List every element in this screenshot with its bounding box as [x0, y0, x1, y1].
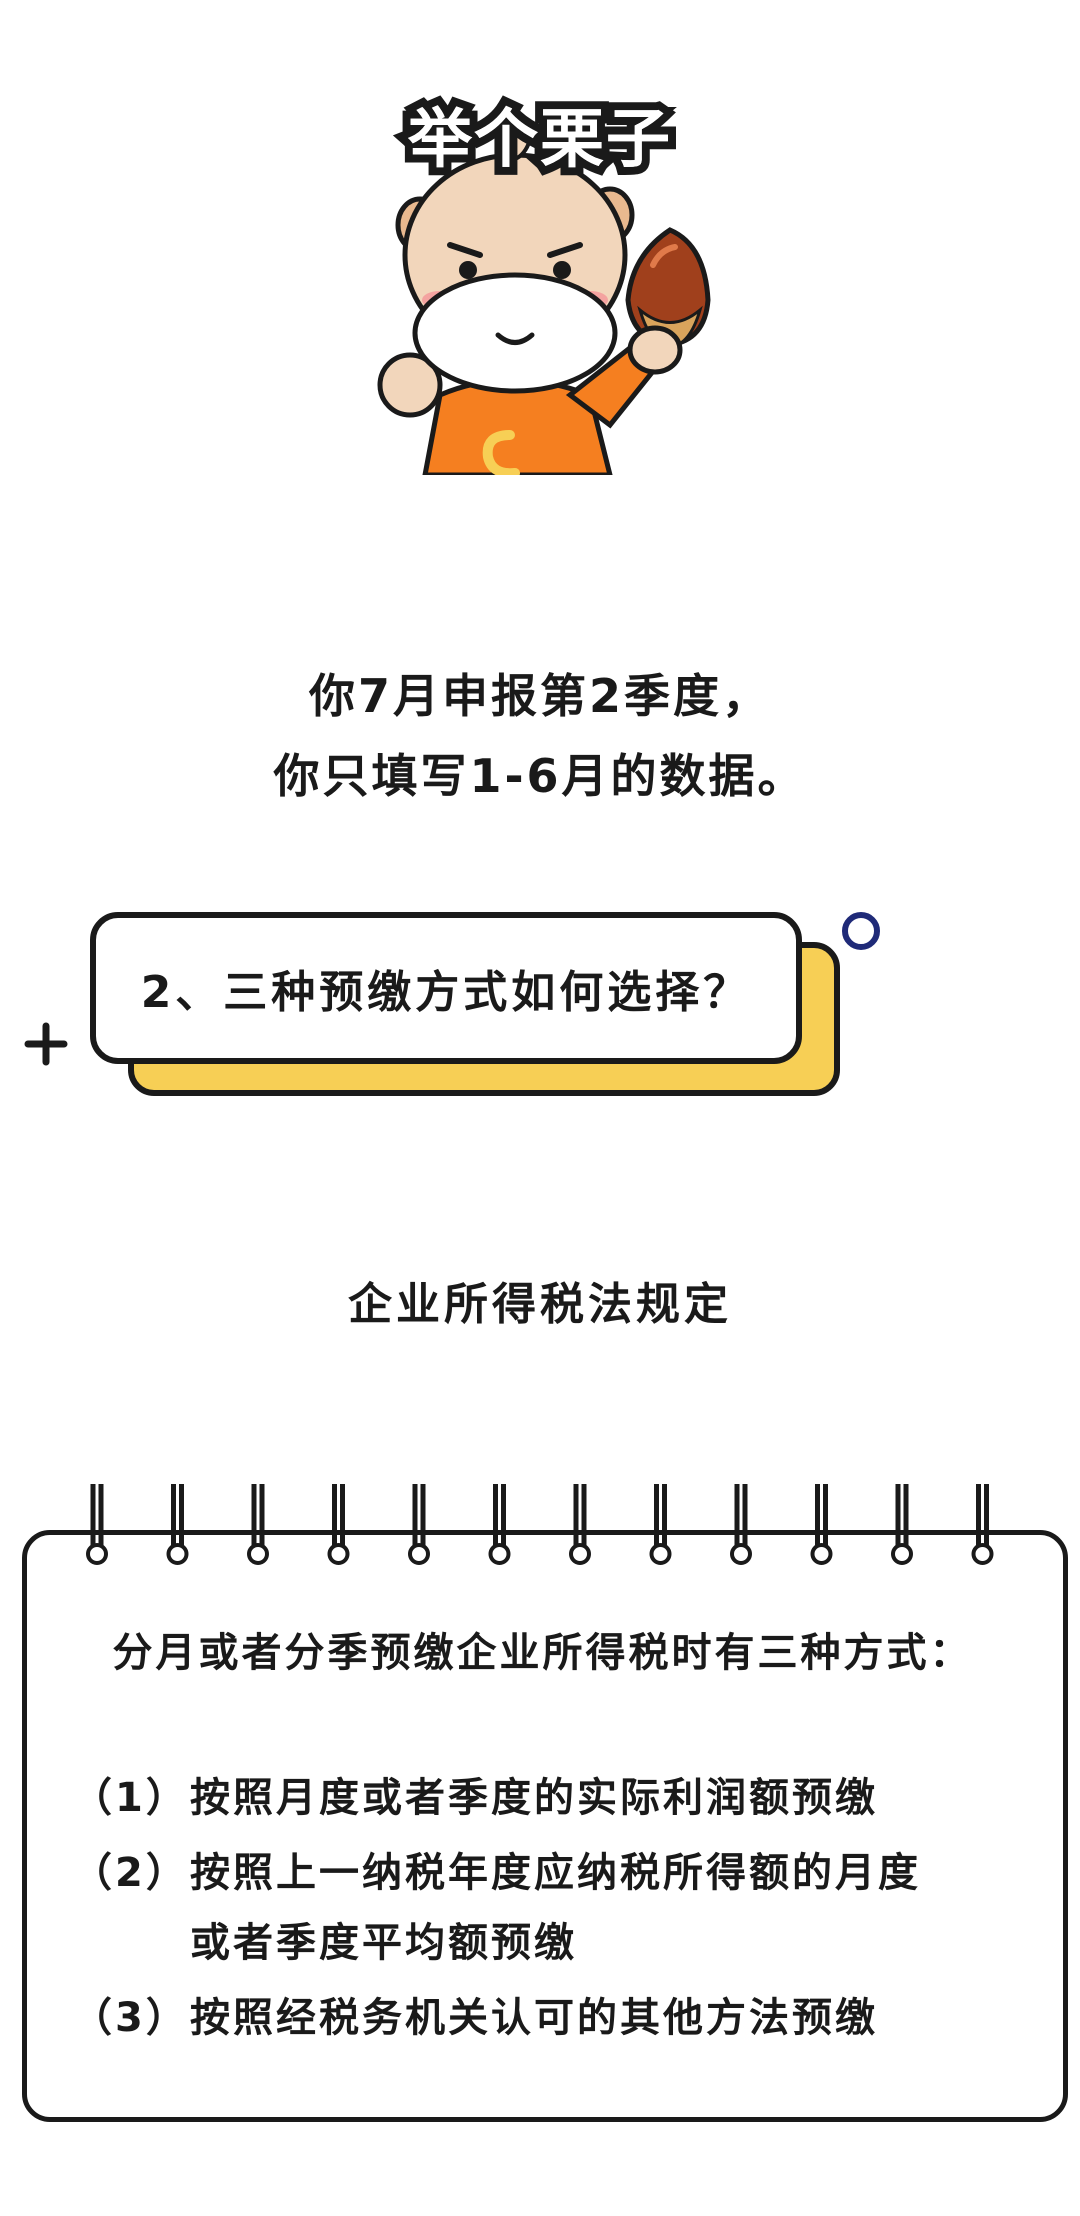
list-item-text: 或者季度平均额预缴	[190, 1920, 577, 1966]
list-item-number: （2）	[72, 1850, 189, 1896]
section-heading-box: 2、三种预缴方式如何选择？	[90, 912, 802, 1064]
circle-icon	[842, 912, 880, 950]
binding-ring	[86, 1484, 108, 1565]
list-item: （3） 按照经税务机关认可的其他方法预缴	[72, 1985, 1032, 2043]
list-item-continuation: 或者季度平均额预缴	[190, 1910, 1080, 1968]
binding-ring	[488, 1484, 511, 1565]
binding-ring	[247, 1484, 269, 1565]
list-item-number: （1）	[72, 1775, 189, 1821]
list-item-text: 按照月度或者季度的实际利润额预缴	[190, 1775, 878, 1821]
binding-ring	[891, 1484, 913, 1565]
binding-ring	[810, 1484, 833, 1565]
binding-ring	[166, 1484, 189, 1565]
mascot-title: 举个栗子	[408, 103, 672, 177]
binding-ring	[649, 1484, 672, 1565]
list-item: （2） 按照上一纳税年度应纳税所得额的月度	[72, 1840, 1032, 1898]
binding-ring	[971, 1484, 994, 1565]
section-heading: 2、三种预缴方式如何选择？	[140, 967, 752, 1018]
mascot-title-outline: 举个栗子	[400, 95, 678, 185]
list-item: （1） 按照月度或者季度的实际利润额预缴	[72, 1765, 1032, 1823]
intro-line-1: 你7月申报第2季度，	[308, 669, 771, 723]
list-item-number: （3）	[72, 1995, 189, 2041]
mascot-holding-chestnut-icon	[377, 121, 711, 475]
notebook-card	[22, 1530, 1068, 2122]
spiral-binding-icon	[86, 1484, 994, 1565]
law-title: 企业所得税法规定	[348, 1279, 732, 1330]
plus-icon	[24, 1022, 68, 1066]
binding-ring	[730, 1484, 752, 1565]
binding-ring	[569, 1484, 591, 1565]
binding-ring	[408, 1484, 430, 1565]
card-intro: 分月或者分季预缴企业所得税时有三种方式：	[112, 1630, 973, 1676]
list-item-text: 按照经税务机关认可的其他方法预缴	[190, 1995, 878, 2041]
intro-line-2: 你只填写1-6月的数据。	[273, 749, 807, 803]
list-item-text: 按照上一纳税年度应纳税所得额的月度	[190, 1850, 921, 1896]
binding-ring	[327, 1484, 350, 1565]
